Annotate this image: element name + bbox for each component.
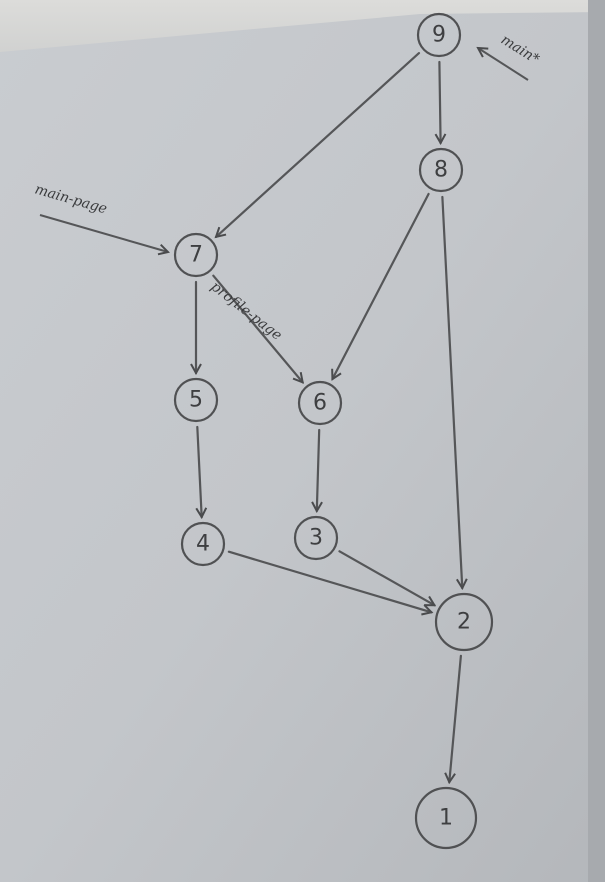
node-3: 3 <box>293 515 339 561</box>
edge-5-to-4 <box>197 425 201 517</box>
edge-8-to-6 <box>332 192 430 379</box>
edge-9-to-8 <box>439 60 440 143</box>
node-circle <box>173 377 219 423</box>
node-circle <box>293 515 339 561</box>
edge-8-to-2 <box>441 195 462 588</box>
node-label: 3 <box>309 526 323 551</box>
node-circle <box>434 592 494 652</box>
node-label: 4 <box>196 532 210 557</box>
node-9: 9 <box>416 12 462 58</box>
node-group: 9 8 7 6 5 4 3 2 1 <box>173 12 494 850</box>
edge-9-to-7 <box>216 52 421 237</box>
node-label: 2 <box>457 610 471 635</box>
whiteboard-surface <box>0 12 605 882</box>
node-6: 6 <box>297 380 343 426</box>
node-2: 2 <box>434 592 494 652</box>
node-4: 4 <box>180 521 226 567</box>
node-5: 5 <box>173 377 219 423</box>
edge-2-to-1 <box>449 654 462 782</box>
node-label: 6 <box>313 391 327 416</box>
node-1: 1 <box>414 786 478 850</box>
node-label: 9 <box>432 23 446 48</box>
node-label: 5 <box>189 388 203 413</box>
node-7: 7 <box>173 232 219 278</box>
node-circle <box>297 380 343 426</box>
edge-group <box>196 52 462 782</box>
node-circle <box>418 147 464 193</box>
node-label: 8 <box>434 158 448 183</box>
node-circle <box>414 786 478 850</box>
edge-6-to-3 <box>317 428 319 511</box>
node-circle <box>416 12 462 58</box>
node-label: 7 <box>189 243 203 268</box>
node-circle <box>173 232 219 278</box>
node-circle <box>180 521 226 567</box>
node-8: 8 <box>418 147 464 193</box>
node-label: 1 <box>439 806 453 831</box>
edge-7-to-6 <box>212 274 302 383</box>
whiteboard-frame <box>588 0 605 882</box>
edge-4-to-2 <box>227 550 432 613</box>
edge-3-to-2 <box>338 550 434 607</box>
